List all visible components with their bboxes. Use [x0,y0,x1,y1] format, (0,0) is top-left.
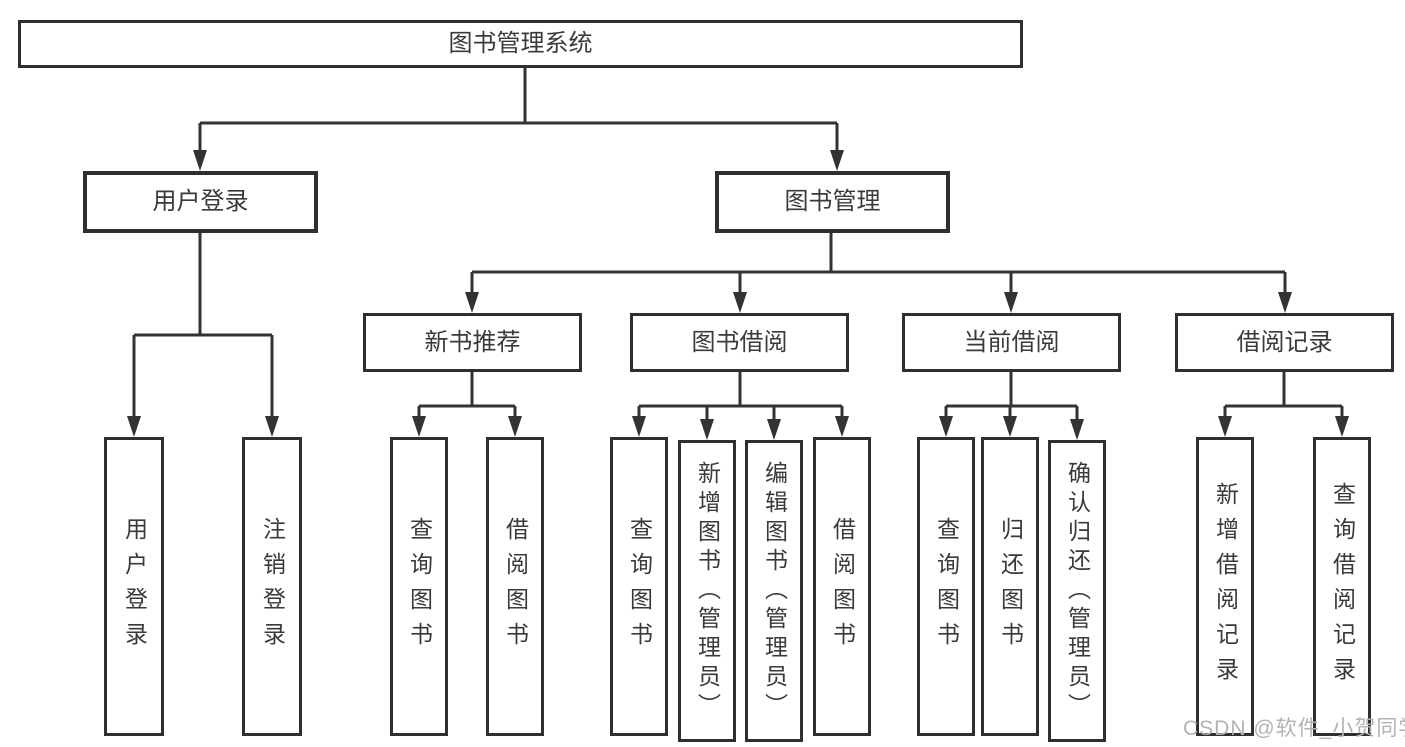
node-root: 图书管理系统 [18,20,1023,68]
leaf-confirm-return-admin-label: 确认归还（管理员） [1064,460,1091,722]
node-book-management-label: 图书管理 [784,188,881,215]
leaf-query-borrow-record-label: 查询借阅记录 [1329,481,1356,692]
leaf-add-book-admin: 新增图书（管理员） [678,440,736,742]
node-borrow-record-label: 借阅记录 [1236,328,1333,356]
leaf-query-book-recommend-label: 查询图书 [406,516,433,657]
node-user-login: 用户登录 [83,171,318,233]
leaf-edit-book-admin-label: 编辑图书（管理员） [761,460,788,722]
node-borrow-record: 借阅记录 [1175,313,1394,372]
leaf-user-login: 用户登录 [104,437,164,736]
leaf-logout: 注销登录 [242,437,302,736]
node-book-management: 图书管理 [715,171,950,233]
leaf-return-book: 归还图书 [981,437,1039,736]
leaf-borrow-book-recommend: 借阅图书 [486,437,544,736]
csdn-watermark: CSDN @软件_小贺同学 [1183,717,1405,740]
node-current-borrow-label: 当前借阅 [963,328,1060,356]
leaf-query-book-current: 查询图书 [917,437,975,736]
node-current-borrow: 当前借阅 [902,313,1121,372]
node-book-borrow: 图书借阅 [630,313,849,372]
leaf-borrow-book: 借阅图书 [813,437,871,736]
leaf-return-book-label: 归还图书 [997,516,1024,657]
node-book-borrow-label: 图书借阅 [691,328,788,356]
node-user-login-label: 用户登录 [152,188,249,215]
leaf-edit-book-admin: 编辑图书（管理员） [745,440,803,742]
leaf-query-book-borrow-label: 查询图书 [626,516,653,657]
leaf-borrow-book-recommend-label: 借阅图书 [502,516,529,657]
node-new-book-recommend: 新书推荐 [363,313,582,372]
arrowheads [127,150,1349,440]
leaf-query-book-recommend: 查询图书 [390,437,448,736]
node-root-label: 图书管理系统 [448,30,593,57]
leaf-logout-label: 注销登录 [259,516,286,657]
leaf-borrow-book-label: 借阅图书 [829,516,856,657]
leaf-confirm-return-admin: 确认归还（管理员） [1048,440,1106,742]
leaf-add-borrow-record-label: 新增借阅记录 [1212,481,1239,692]
leaf-query-book-current-label: 查询图书 [933,516,960,657]
leaf-query-book-borrow: 查询图书 [610,437,668,736]
leaf-add-book-admin-label: 新增图书（管理员） [694,460,721,722]
leaf-add-borrow-record: 新增借阅记录 [1196,437,1254,736]
node-new-book-recommend-label: 新书推荐 [424,328,521,356]
leaf-query-borrow-record: 查询借阅记录 [1313,437,1371,736]
leaf-user-login-label: 用户登录 [121,516,148,657]
